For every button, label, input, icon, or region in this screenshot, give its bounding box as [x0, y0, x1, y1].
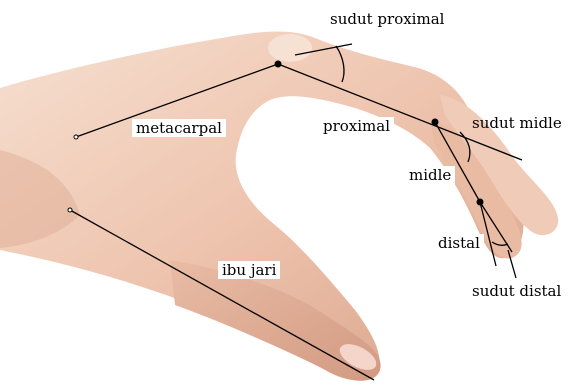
wrist-point-thumb — [68, 208, 72, 212]
label-proximal: proximal — [319, 117, 394, 135]
joint-proximal — [275, 61, 282, 68]
label-sudut-midle: sudut midle — [472, 114, 562, 132]
wrist-point-metacarpal — [74, 135, 78, 139]
knuckle-highlight — [268, 34, 312, 62]
joint-distal — [477, 199, 484, 206]
label-midle: midle — [405, 166, 455, 184]
label-distal: distal — [434, 234, 484, 252]
label-sudut-distal: sudut distal — [472, 282, 561, 300]
joint-midle — [432, 119, 439, 126]
label-ibu-jari: ibu jari — [218, 261, 280, 279]
label-metacarpal: metacarpal — [132, 119, 226, 137]
label-sudut-proximal: sudut proximal — [330, 10, 444, 28]
